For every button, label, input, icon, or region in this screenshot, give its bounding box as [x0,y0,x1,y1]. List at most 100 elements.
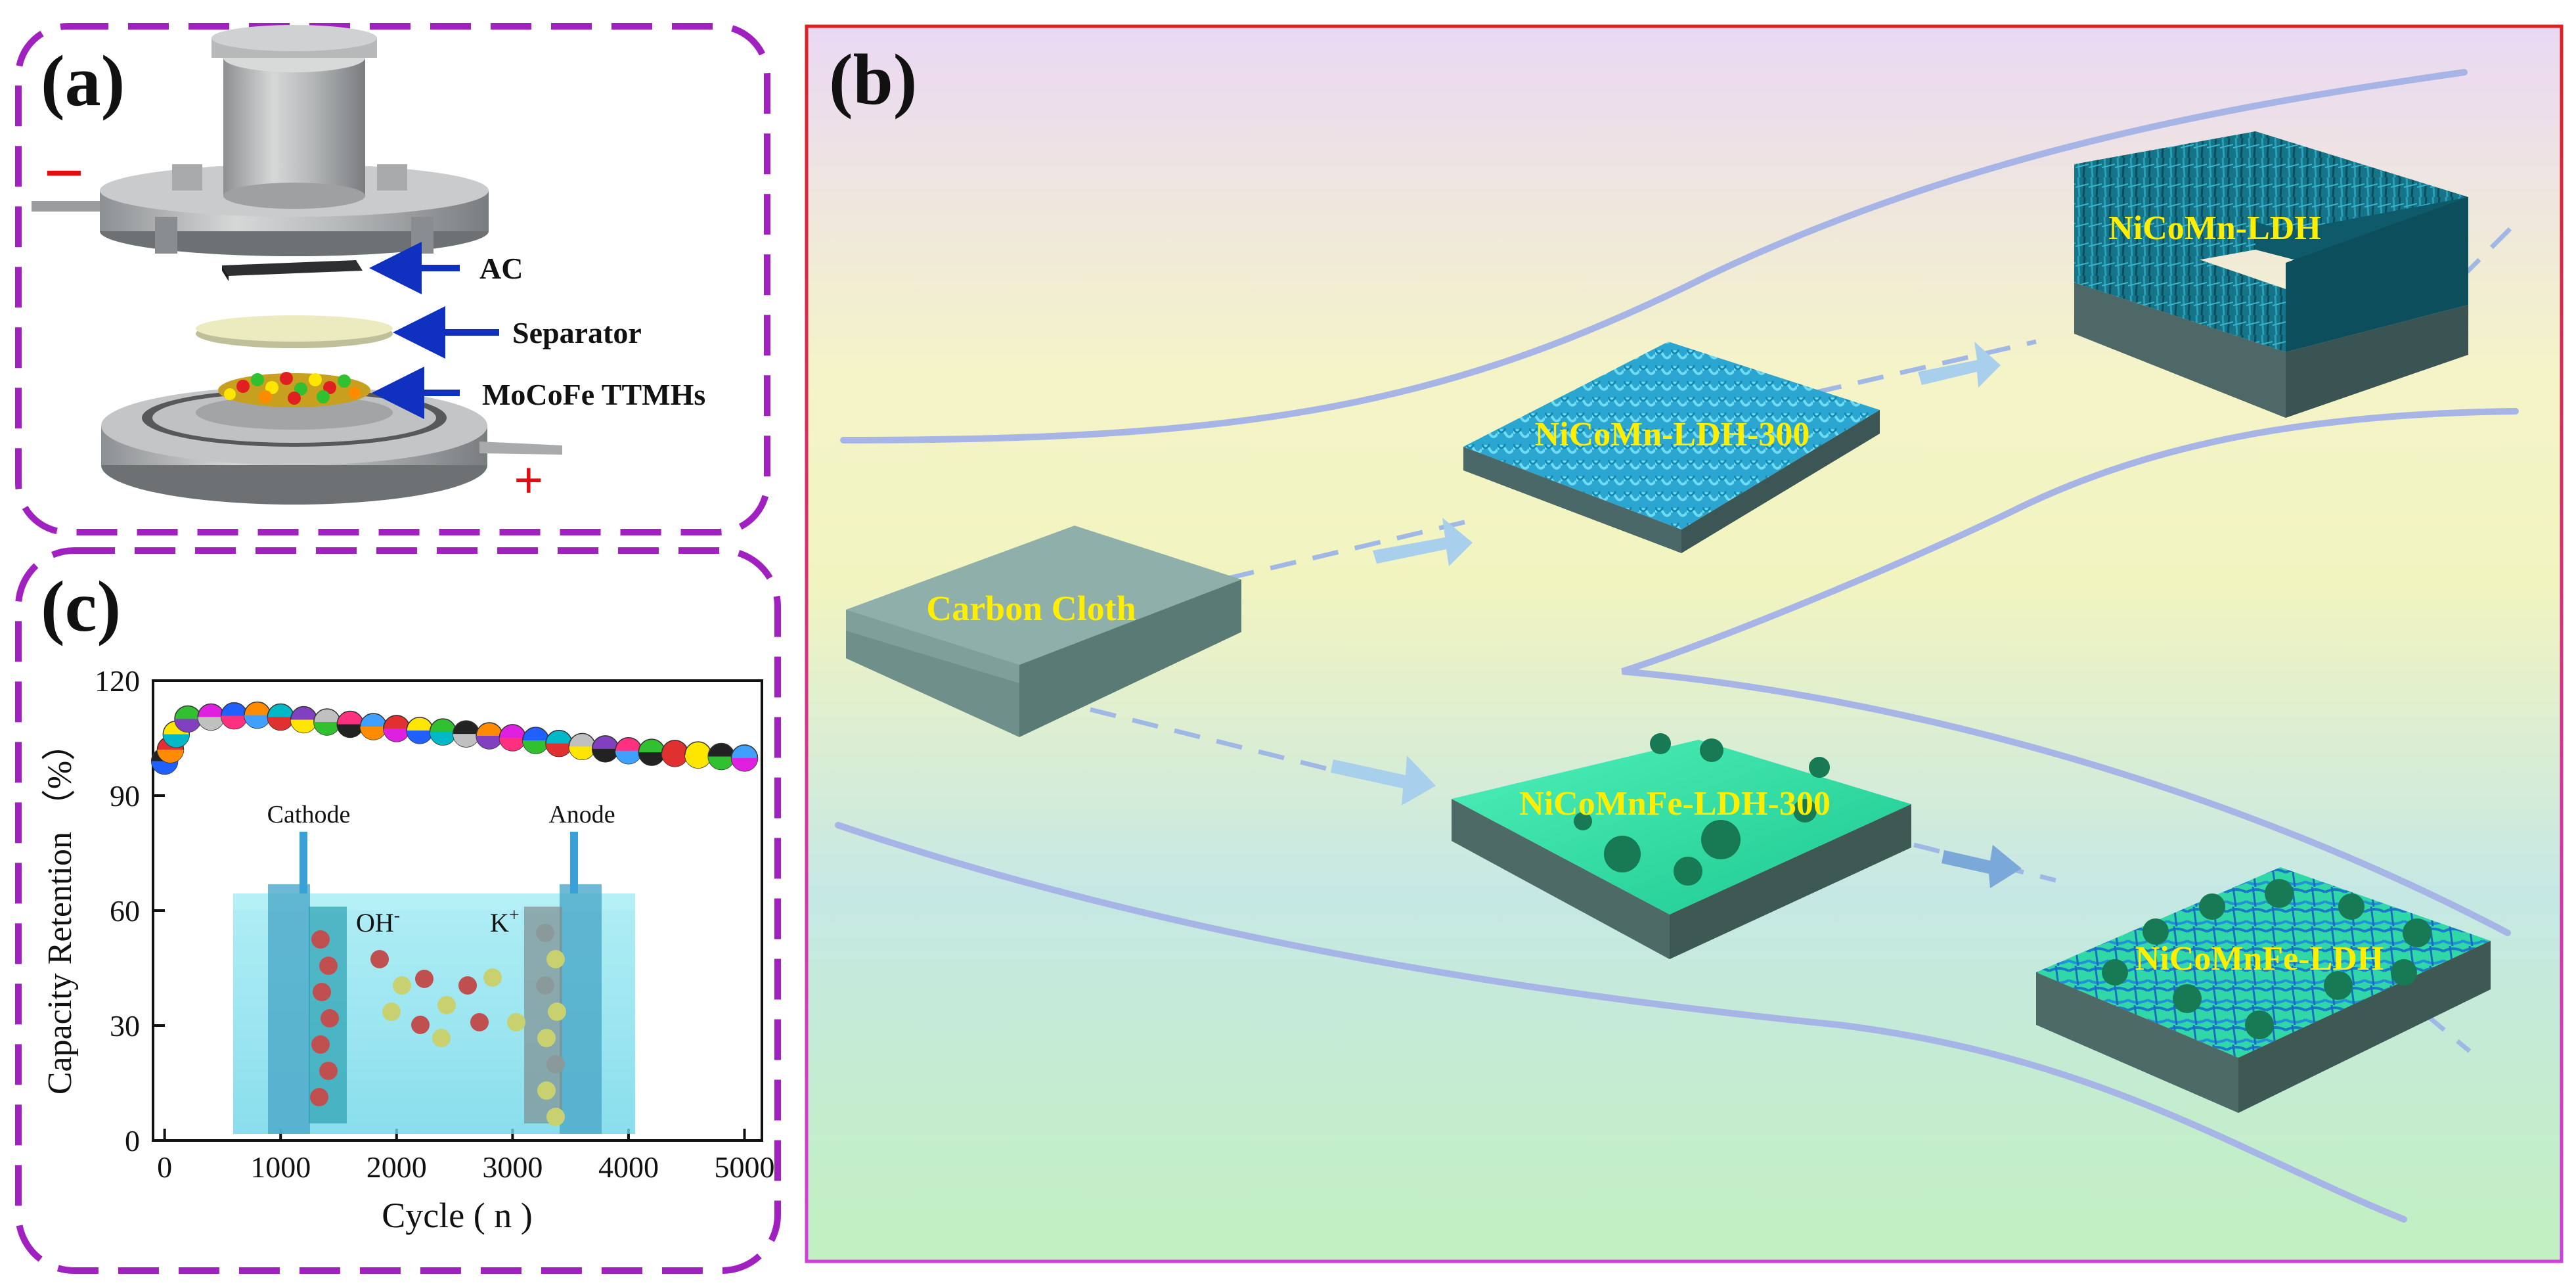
y-tick-label: 60 [110,894,140,928]
nicomnfe-ldh-300-block: NiCoMnFe-LDH-300 [1452,733,1911,959]
data-point-half [157,750,184,763]
carbon-cloth-top [846,526,1241,665]
y-tick-label: 120 [95,664,140,698]
panel-c-border [15,547,781,1274]
x-tick-label: 5000 [715,1150,775,1184]
ion-particles [310,924,566,1126]
ion-ball [470,1013,489,1031]
data-point-half [267,717,294,731]
ion-ball [536,976,554,995]
ion-ball [393,976,411,995]
data-point-half [569,746,596,760]
cell-base [101,386,562,505]
minus-sign: − [43,133,85,213]
block-arrows [1331,342,2022,888]
data-point-half [684,755,711,769]
ion-ball [319,1062,338,1080]
cathode-lead [300,832,307,893]
separator-layer [196,315,393,348]
ac-label: AC [479,252,523,285]
ion-ball [310,1088,328,1106]
flow-line-upper [840,69,2468,443]
nicomnfe-ldh-label: NiCoMnFe-LDH [2135,940,2384,978]
panel-b-label: (b) [829,39,917,120]
x-tick-label: 4000 [598,1150,659,1184]
ion-ball [507,1013,525,1031]
data-point-half [221,715,248,729]
data-point-half [499,737,526,751]
data-point-half [198,717,225,731]
ion-ball [546,950,565,968]
data-point-half [592,748,619,762]
panel-b: (b) Carbon Cloth [805,24,2564,1263]
anode-lead [570,832,578,893]
ion-ball [537,1081,556,1100]
ion-ball [548,1003,566,1021]
nicomn-ldh-label: NiCoMn-LDH [2108,210,2321,247]
dash-carbon-to-nicomnfe300 [1090,707,1354,778]
data-point-half [290,719,317,733]
data-point-half [313,722,340,735]
ion-ball [415,970,433,988]
panel-a: (a) − AC Se [15,23,770,535]
flow-line-middle [1621,408,2519,936]
ion-ball [483,968,502,987]
data-point-half [407,730,433,744]
separator-label: Separator [512,316,642,350]
cathode-label: Cathode [267,801,351,828]
oh-ion-label: OH- [356,905,400,937]
data-point-half [708,756,735,770]
arrow-to-nicomn [1918,342,2001,388]
panel-a-border [15,23,770,535]
data-point-half [615,750,642,764]
nicomn-ldh-top [2074,131,2468,231]
panel-b-border [805,24,2564,1263]
ion-ball [319,957,338,975]
anode-label: Anode [548,801,615,828]
flow-line-lower [835,822,2407,1223]
data-point-half [383,728,410,742]
data-point-half [522,740,549,754]
data-point-half [731,757,758,771]
mocofe-label: MoCoFe TTMHs [482,378,705,411]
data-point-half [661,753,688,767]
ion-ball [458,976,477,995]
ac-layer [222,260,363,281]
data-point-half [453,734,479,748]
k-ion-label: K+ [490,905,520,937]
data-point-half [151,761,178,775]
ion-ball [311,1035,330,1054]
data-point-half [546,743,572,757]
data-point-half [638,752,665,766]
ion-ball [546,1055,565,1073]
ion-ball [546,1108,565,1126]
ion-ball [536,924,554,942]
x-tick-label: 2000 [366,1150,427,1184]
ion-ball [432,1029,451,1047]
nicomnfe-ldh-block: NiCoMnFe-LDH [2036,867,2491,1113]
panel-c-label: (c) [41,566,121,646]
panel-a-label: (a) [41,41,125,121]
ion-ball [321,1009,339,1027]
ion-ball [382,1003,401,1021]
data-point-half [476,736,503,749]
x-tick-label: 0 [157,1150,172,1184]
ion-ball [313,983,331,1001]
x-axis-label: Cycle ( n ) [382,1196,532,1235]
ion-ball [370,950,389,968]
arrow-to-nicomnfe [1942,845,2022,888]
ion-ball [437,996,456,1014]
ion-ball [411,1016,430,1034]
data-point-half [337,724,364,738]
y-tick-label: 30 [110,1009,140,1043]
cell-inset: Cathode Anode OH- K+ [233,801,635,1134]
data-markers [150,701,759,775]
data-point-half [360,727,387,740]
arrow-to-nicomn300 [1373,518,1473,566]
carbon-cloth-label: Carbon Cloth [926,589,1136,628]
plus-sign: + [514,452,544,510]
